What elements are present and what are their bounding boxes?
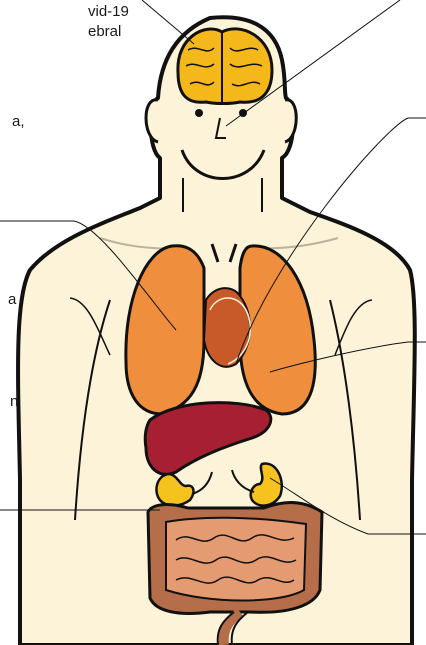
- brain: [178, 29, 272, 104]
- leader-line-brain: [142, 0, 194, 44]
- ear-right: [285, 100, 296, 142]
- heart-label: n: [10, 392, 18, 412]
- brain-label-line2: ebral: [88, 22, 121, 42]
- heart: [204, 288, 250, 367]
- lungs-label: a: [8, 290, 16, 310]
- ear-left: [146, 100, 158, 142]
- face-label: a,: [12, 112, 25, 132]
- brain-label-line1: vid-19: [88, 2, 129, 22]
- eye-left: [195, 109, 203, 117]
- small-intestine: [166, 518, 306, 601]
